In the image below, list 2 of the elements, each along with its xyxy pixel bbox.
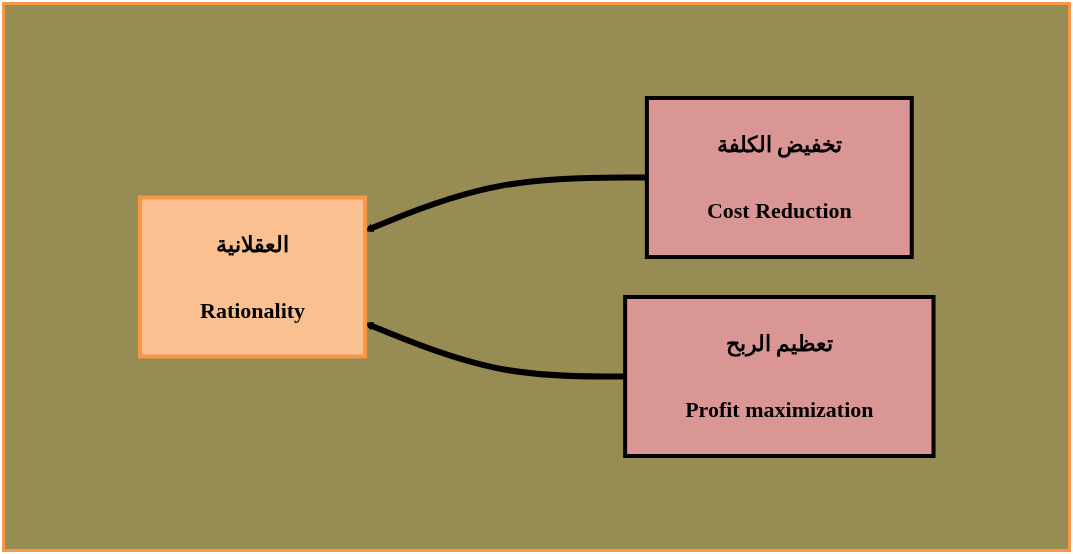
arrow [364,321,625,380]
arrow [364,174,647,233]
